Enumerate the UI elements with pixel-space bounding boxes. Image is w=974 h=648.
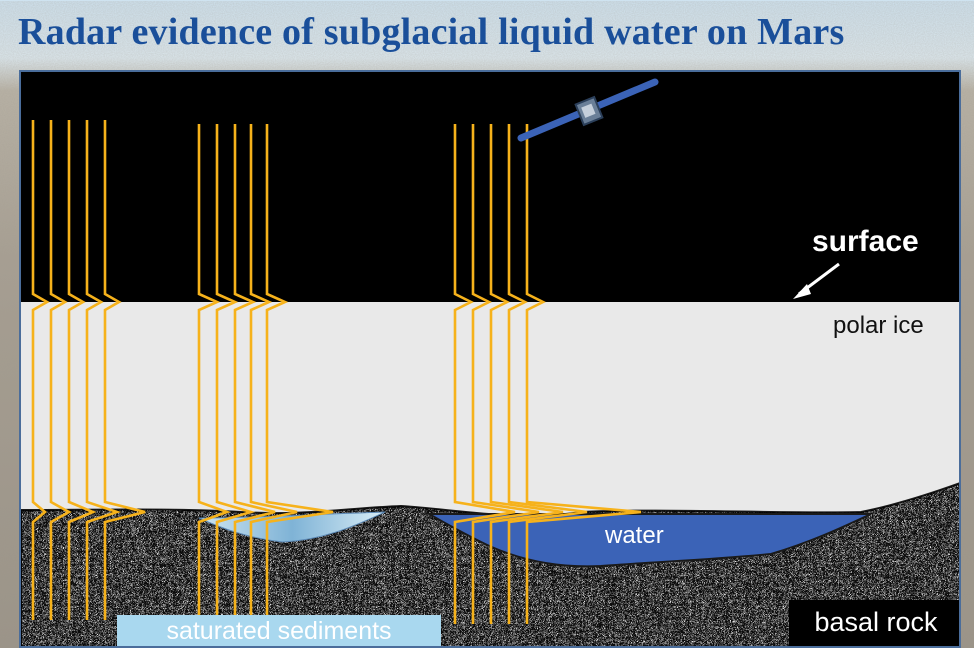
radar-diagram: surface polar ice water basal rock satur… bbox=[19, 70, 961, 648]
radar-echo-trace bbox=[85, 120, 122, 620]
radar-echo-trace bbox=[233, 124, 276, 624]
radar-echo-group bbox=[31, 120, 642, 624]
radar-echo-trace bbox=[489, 124, 564, 624]
water-label: water bbox=[605, 522, 664, 549]
radar-echo-trace bbox=[453, 124, 516, 624]
radar-echo-trace bbox=[507, 124, 588, 624]
radar-echo-trace bbox=[215, 124, 256, 624]
arrow-icon bbox=[793, 262, 840, 299]
radar-echo-trace bbox=[525, 124, 642, 624]
radar-echo-trace bbox=[67, 120, 97, 620]
radar-echo-trace bbox=[31, 120, 50, 620]
radar-echo-trace bbox=[197, 124, 231, 624]
satellite-icon bbox=[517, 78, 659, 142]
page-title: Radar evidence of subglacial liquid wate… bbox=[18, 11, 845, 53]
subglacial-lake bbox=[425, 513, 872, 568]
surface-label: surface bbox=[812, 225, 919, 258]
radar-echo-trace bbox=[471, 124, 540, 624]
basal-rock-label: basal rock bbox=[789, 600, 959, 646]
radar-echo-trace bbox=[249, 124, 298, 624]
saturated-sediments-label: saturated sediments bbox=[117, 615, 441, 646]
radar-echo-trace bbox=[103, 120, 146, 620]
polar-ice-label: polar ice bbox=[833, 312, 924, 339]
radar-echo-trace bbox=[265, 124, 334, 624]
radar-echo-trace bbox=[49, 120, 72, 620]
